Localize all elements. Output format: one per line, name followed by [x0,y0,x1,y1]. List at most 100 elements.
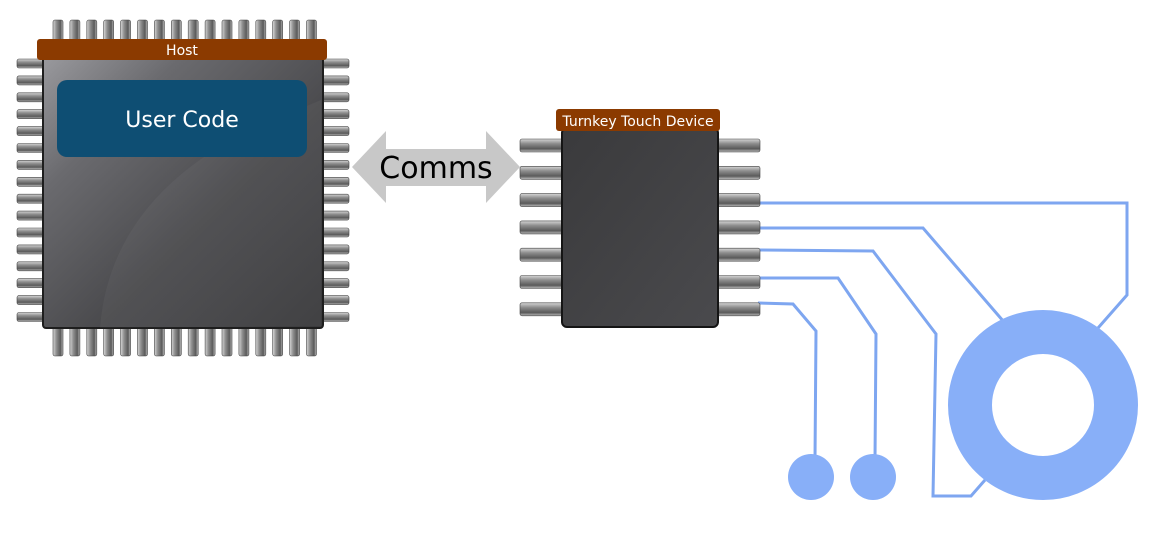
host-pin-left [16,143,46,153]
host-pin-top [255,19,267,43]
host-pin-left [16,261,46,272]
host-pin-right [320,227,350,238]
host-pin-right [320,58,350,69]
comms-label: Comms [379,151,492,186]
device-pin-left [519,166,565,180]
host-pin-right [320,177,350,187]
device-pin-left [519,193,565,207]
device-label-bar [556,109,720,131]
host-pin-left [16,295,46,305]
host-pin-bottom [289,325,300,357]
host-pin-right [320,109,350,119]
host-pin-top [103,19,114,43]
host-pin-top [289,19,300,43]
device-pin-left [519,138,565,153]
trace-wheel-3 [757,248,987,498]
device-pin-left [519,302,565,317]
trace-button-1 [757,301,818,461]
sensor-traces [757,201,1129,498]
device-pin-right [715,247,761,262]
host-label: Host [166,43,198,59]
device-label: Turnkey Touch Device [561,114,713,130]
host-pin-left [16,177,46,187]
trace-button-2 [758,276,878,461]
device-pin-left [519,275,565,289]
host-pin-top [52,19,64,43]
host-pin-bottom [238,325,250,357]
host-pin-right [320,278,350,289]
host-pin-top [187,19,199,43]
host-pin-right [320,295,350,305]
host-pin-bottom [137,325,148,357]
host-pin-left [16,109,46,119]
host-pin-right [320,160,350,170]
host-pin-bottom [187,325,199,357]
device-chip: Turnkey Touch Device [519,109,761,328]
host-pin-top [238,19,250,43]
host-pin-top [120,19,131,43]
device-pin-left [519,220,565,235]
comms-arrow: Comms [352,131,520,203]
device-pin-right [715,220,761,235]
trace-wheel-1 [758,201,1129,329]
host-pin-left [16,92,46,103]
host-pin-right [320,143,350,153]
touch-button-2 [850,454,896,500]
device-pin-left [519,247,565,262]
host-pin-bottom [204,325,216,357]
host-pin-top [221,19,233,43]
host-pin-left [16,160,46,170]
device-chip-body [561,127,719,328]
host-pin-right [320,261,350,272]
host-pin-top [137,19,148,43]
host-pin-left [16,210,46,221]
host-pin-right [320,126,350,136]
host-pin-left [16,244,46,255]
host-pin-right [320,193,350,204]
touch-wheel [948,310,1138,500]
touch-button-1 [788,454,834,500]
host-pin-right [320,210,350,221]
host-pin-bottom [120,325,131,357]
host-pin-left [16,75,46,86]
host-pin-left [16,193,46,204]
host-pin-bottom [171,325,182,357]
host-pin-top [69,19,81,43]
host-pin-right [320,312,350,322]
bidirectional-arrow-icon [352,131,520,203]
device-pin-right [715,302,761,317]
touch-sensors [788,310,1138,500]
host-pin-left [16,227,46,238]
host-label-bar [37,39,327,60]
device-pin-right [715,138,761,153]
host-pin-bottom [69,325,81,357]
host-pin-bottom [221,325,233,357]
host-chip: Host User Code [16,19,350,357]
trace-wheel-2 [758,226,1006,323]
host-pin-left [16,278,46,289]
host-pin-left [16,126,46,136]
host-pin-top [306,19,317,43]
host-pin-bottom [103,325,114,357]
host-pin-top [154,19,165,43]
host-pin-bottom [255,325,267,357]
host-pin-top [171,19,182,43]
host-pin-bottom [154,325,165,357]
host-pin-right [320,244,350,255]
device-pin-right [715,275,761,289]
host-pin-left [16,58,46,69]
host-pins [16,19,350,357]
host-pin-bottom [272,325,284,357]
device-pin-right [715,166,761,180]
host-pin-top [86,19,98,43]
host-pin-top [272,19,284,43]
user-code-block [57,80,307,157]
host-pin-top [204,19,216,43]
user-code-label: User Code [125,108,238,133]
device-pin-right [715,193,761,207]
host-pin-bottom [306,325,317,357]
host-pin-left [16,312,46,322]
host-pin-bottom [86,325,98,357]
host-pin-right [320,75,350,86]
